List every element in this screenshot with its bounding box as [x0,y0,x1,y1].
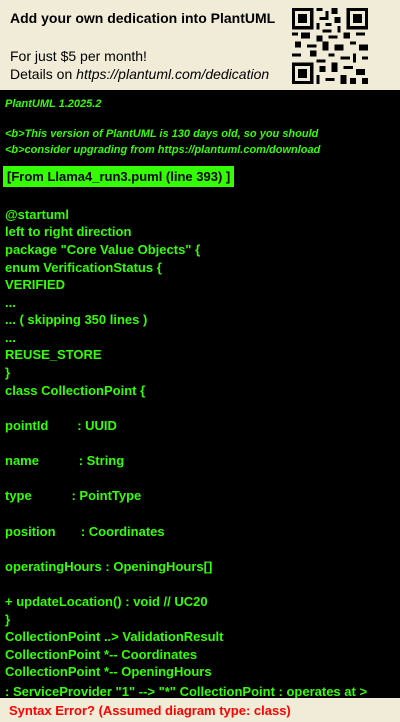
source-location-label: [From Llama4_run3.puml (line 393) ] [3,166,235,187]
code-line: ... [5,330,16,345]
code-line: ... [5,295,16,310]
error-code-line: : ServiceProvider "1" --> "*" Collection… [5,684,368,699]
code-line: + updateLocation() : void // UC20 [5,594,208,609]
code-line: VERIFIED [5,277,65,292]
banner-title: Add your own dedication into PlantUML [10,10,276,26]
code-line: } [5,612,11,627]
code-line: CollectionPoint ..> ValidationResult [5,629,224,644]
syntax-error-message: Syntax Error? (Assumed diagram type: cla… [9,703,291,718]
code-line: position : Coordinates [5,524,165,539]
code-line: name : String [5,453,125,468]
code-line: operatingHours : OpeningHours[] [5,559,213,574]
dedication-banner: Add your own dedication into PlantUML Fo… [0,0,400,90]
upgrade-warning-line-2: <b>consider upgrading from https://plant… [5,144,321,156]
code-line: class CollectionPoint { [5,383,146,398]
code-line: @startuml [5,207,69,222]
code-line: } [5,365,11,380]
code-line: pointId : UUID [5,418,117,433]
code-line: ... ( skipping 350 lines ) [5,312,148,327]
error-bar [0,698,400,722]
banner-details-prefix: Details on [10,66,77,82]
code-line: package "Core Value Objects" { [5,242,201,257]
qr-code-icon [292,8,368,84]
code-line: REUSE_STORE [5,347,102,362]
code-line: enum VerificationStatus { [5,260,162,275]
banner-details-text: Details on https://plantuml.com/dedicati… [10,66,269,82]
banner-price-text: For just $5 per month! [10,48,147,64]
code-line: CollectionPoint *-- Coordinates [5,647,198,662]
dedication-link[interactable]: https://plantuml.com/dedication [76,66,270,82]
code-line: CollectionPoint *-- OpeningHours [5,664,212,679]
code-line: type : PointType [5,488,142,503]
version-text: PlantUML 1.2025.2 [5,98,102,110]
code-line: left to right direction [5,224,132,239]
upgrade-warning-line-1: <b>This version of PlantUML is 130 days … [5,128,319,140]
console-panel [0,90,400,722]
